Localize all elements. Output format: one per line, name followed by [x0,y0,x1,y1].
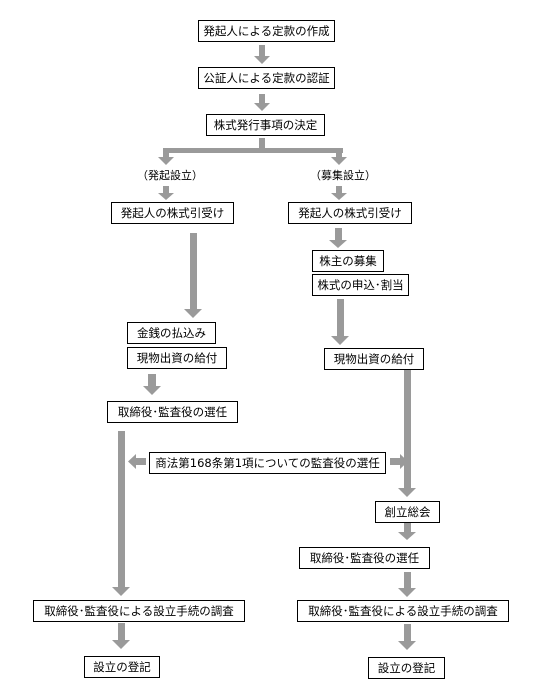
money-payment-box: 金銭の払込み [127,322,216,344]
arrow-inspect-left-to-register [112,623,130,649]
right-promoter-subscription-label: 発起人の株式引受け [298,206,402,220]
certify-articles-label: 公証人による定款の認証 [203,71,330,85]
founding-meeting-label: 創立総会 [384,505,431,519]
right-registration-label: 設立の登記 [377,661,436,675]
right-promoter-subscription-box: 発起人の株式引受け [288,202,412,224]
arrow-inkind-left-to-elect [143,374,161,395]
right-registration-box: 設立の登記 [368,657,445,679]
right-inkind-contribution-label: 現物出資の給付 [333,352,415,366]
arrow-commercial-code-left [128,454,146,469]
arrow-apply-to-inkind-right [331,299,349,345]
money-payment-label: 金銭の払込み [137,326,206,340]
branch-stem [259,138,265,152]
draft-articles-label: 発起人による定款の作成 [203,24,330,38]
arrow-inkind-right-to-meeting [398,370,416,497]
arrow-right-label-to-accept [331,186,347,200]
right-inkind-contribution-box: 現物出資の給付 [324,348,424,370]
left-procedure-inspection-label: 取締役･監査役による設立手続の調査 [44,604,234,618]
right-director-election-label: 取締役･監査役の選任 [309,551,420,565]
branch-left-down [158,148,174,165]
arrow-inspect-right-to-register [398,624,416,650]
shareholder-solicitation-label: 株主の募集 [319,254,377,268]
arrow-meeting-to-elect-right [398,521,416,540]
commercial-code-auditor-label: 商法第168条第1項についての監査役の選任 [155,456,380,470]
commercial-code-auditor-box: 商法第168条第1項についての監査役の選任 [149,452,386,474]
left-registration-label: 設立の登記 [93,660,151,674]
arrow-elect-left-to-inspect [112,431,130,596]
arrow-left-accept-to-money [184,233,202,318]
share-issue-decision-label: 株式発行事項の決定 [213,118,318,132]
offering-incorporation-label: （募集設立） [310,169,376,182]
share-issue-decision-box: 株式発行事項の決定 [206,114,325,136]
arrow-elect-right-to-inspect [398,572,416,597]
shareholder-solicitation-box: 株主の募集 [312,250,384,272]
application-allotment-box: 株式の申込･割当 [312,274,409,296]
right-procedure-inspection-box: 取締役･監査役による設立手続の調査 [297,600,509,622]
right-procedure-inspection-label: 取締役･監査役による設立手続の調査 [308,604,498,618]
arrow-left-label-to-accept [158,186,174,200]
draft-articles-box: 発起人による定款の作成 [198,20,335,42]
promoter-incorporation-label: （発起設立） [137,169,203,182]
left-promoter-subscription-box: 発起人の株式引受け [111,202,234,224]
branch-bar [163,148,343,153]
certify-articles-box: 公証人による定款の認証 [198,67,335,89]
left-promoter-subscription-label: 発起人の株式引受け [120,206,225,220]
branch-right-down [331,148,347,165]
arrow-right-accept-to-solicit [329,228,347,248]
right-director-election-box: 取締役･監査役の選任 [299,547,430,569]
left-inkind-contribution-label: 現物出資の給付 [136,351,218,365]
left-director-election-label: 取締役･監査役の選任 [117,405,228,419]
application-allotment-label: 株式の申込･割当 [317,278,404,292]
founding-meeting-box: 創立総会 [375,501,440,523]
left-procedure-inspection-box: 取締役･監査役による設立手続の調査 [33,600,245,622]
arrow-b1-to-b2 [254,45,270,64]
arrow-b2-to-b3 [254,94,270,111]
left-director-election-box: 取締役･監査役の選任 [107,401,238,423]
arrow-commercial-code-right [390,454,408,469]
left-inkind-contribution-box: 現物出資の給付 [127,347,227,369]
left-registration-box: 設立の登記 [84,656,160,678]
